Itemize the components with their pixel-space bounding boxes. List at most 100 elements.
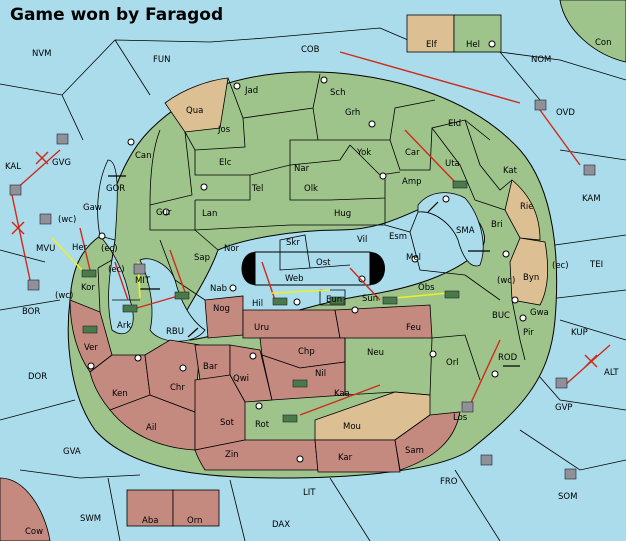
label-KUP: KUP <box>571 328 588 338</box>
label-Uta: Uta <box>445 159 460 169</box>
label-Gur: Gur <box>156 208 172 218</box>
label-Hug: Hug <box>334 209 351 219</box>
label-Nog: Nog <box>213 304 230 314</box>
label-Skr: Skr <box>286 238 300 248</box>
label-Gwa: Gwa <box>530 308 549 318</box>
label-Amp: Amp <box>402 177 422 187</box>
channel-sma <box>417 192 484 267</box>
label-Jos: Jos <box>217 125 231 135</box>
label-GVG: GVG <box>52 158 71 168</box>
label-Orn: Orn <box>187 516 202 526</box>
province-Kar[interactable] <box>314 439 401 473</box>
label-Kaa: Kaa <box>334 389 350 399</box>
label-Elf: Elf <box>426 40 438 50</box>
province-Aba[interactable] <box>126 489 174 527</box>
label-Ver: Ver <box>84 343 98 353</box>
label-Con: Con <box>595 38 612 48</box>
label-Aba: Aba <box>142 516 158 526</box>
label-Nil: Nil <box>315 369 326 379</box>
label-Ost: Ost <box>316 258 331 268</box>
province-Sot[interactable] <box>194 374 246 451</box>
label-LIT: LIT <box>303 488 316 498</box>
label-Neu: Neu <box>367 348 384 358</box>
label-Zin: Zin <box>225 450 239 460</box>
bridge-span <box>254 251 371 286</box>
label-Sam: Sam <box>405 446 424 456</box>
label-Feu: Feu <box>406 323 421 333</box>
label-Grh: Grh <box>345 108 360 118</box>
label-GVA: GVA <box>63 447 81 457</box>
label-Nab: Nab <box>210 284 227 294</box>
label-Sun: Sun <box>362 294 378 304</box>
canal-arrows <box>108 175 520 367</box>
label-MVU: MVU <box>36 244 55 254</box>
label-GVP: GVP <box>555 403 573 413</box>
bridge-east <box>370 252 385 285</box>
channel-rbu <box>139 258 206 342</box>
label-Pir: Pir <box>523 328 534 338</box>
province-Byn[interactable] <box>509 237 549 306</box>
label-Mel: Mel <box>406 253 421 263</box>
province-Orn[interactable] <box>172 489 220 527</box>
label-Ken: Ken <box>112 389 128 399</box>
label-SWM: SWM <box>80 514 101 524</box>
label-ROD: ROD <box>498 353 518 363</box>
label-Chr: Chr <box>170 383 185 393</box>
province-borders <box>97 73 526 396</box>
coast-tag: (wc) <box>497 276 515 286</box>
label-FUN: FUN <box>153 55 170 65</box>
page-title: Game won by Faragod <box>10 5 223 25</box>
label-Kar: Kar <box>338 453 353 463</box>
fleets <box>9 99 596 480</box>
label-Uru: Uru <box>254 323 269 333</box>
label-SMA: SMA <box>456 226 475 236</box>
province-Chr[interactable] <box>144 339 201 413</box>
coast-tag: (ec) <box>108 265 125 275</box>
order-arrows-red <box>11 51 611 416</box>
supply-centres <box>87 40 527 463</box>
label-FRO: FRO <box>440 477 458 487</box>
label-Yok: Yok <box>356 148 371 158</box>
label-NVM: NVM <box>32 49 52 59</box>
label-Cow: Cow <box>25 527 43 537</box>
label-COB: COB <box>301 45 320 55</box>
label-Hel: Hel <box>466 40 480 50</box>
label-Orl: Orl <box>446 358 459 368</box>
coast-labels: (wc) (ec) (ec) (wc) (wc) (ec) <box>55 215 569 301</box>
label-Kat: Kat <box>503 166 518 176</box>
label-Eld: Eld <box>448 119 461 129</box>
label-Sch: Sch <box>330 88 345 98</box>
coast-tag: (ec) <box>552 261 569 271</box>
failed-order-marks <box>11 151 598 368</box>
label-NOM: NOM <box>531 55 551 65</box>
label-Ail: Ail <box>146 423 157 433</box>
province-Sam[interactable] <box>394 411 461 471</box>
label-BUC: BUC <box>492 311 510 321</box>
label-DAX: DAX <box>272 520 290 530</box>
label-Kor: Kor <box>81 283 95 293</box>
label-Sot: Sot <box>220 418 235 428</box>
label-Chp: Chp <box>298 347 315 357</box>
label-DOR: DOR <box>28 372 47 382</box>
label-TEI: TEI <box>589 260 603 270</box>
label-Esm: Esm <box>389 232 407 242</box>
label-BOR: BOR <box>22 307 40 317</box>
label-Bar: Bar <box>203 362 218 372</box>
label-SOM: SOM <box>558 492 577 502</box>
label-RBU: RBU <box>166 327 184 337</box>
province-Qwi[interactable] <box>229 344 273 403</box>
label-Bri: Bri <box>491 220 503 230</box>
province-Elf[interactable] <box>406 14 455 53</box>
label-Nor: Nor <box>224 244 240 254</box>
province-Qua[interactable] <box>164 77 229 133</box>
province-labels: NVM FUN COB NOM Con Elf Hel OVD KAM KAL … <box>5 38 619 537</box>
label-Byn: Byn <box>523 273 539 283</box>
province-Nog[interactable] <box>204 295 244 339</box>
label-Olk: Olk <box>304 184 318 194</box>
label-MIT: MIT <box>135 276 151 286</box>
province-Feu[interactable] <box>334 304 433 339</box>
label-Vil: Vil <box>357 235 367 245</box>
label-Can: Can <box>135 151 152 161</box>
bridge-west <box>241 252 255 285</box>
label-Eun: Eun <box>326 295 342 305</box>
